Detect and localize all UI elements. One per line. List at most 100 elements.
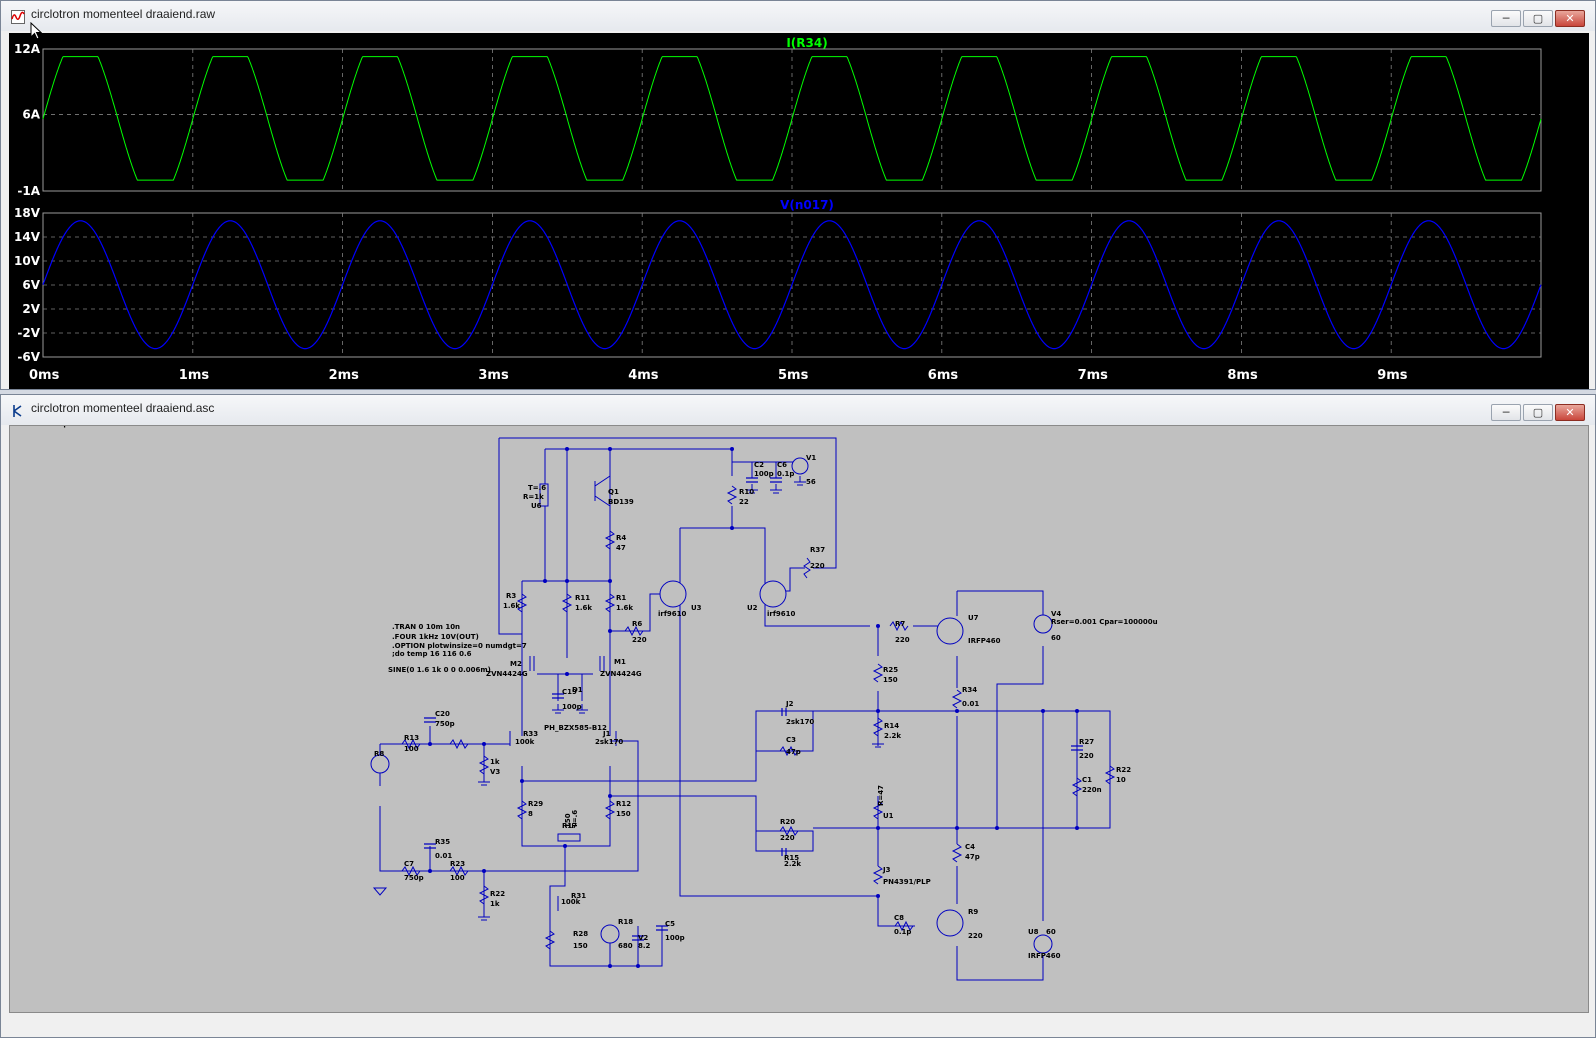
component-label[interactable]: R3 bbox=[506, 592, 516, 600]
spice-directive[interactable]: .TRAN 0 10m 10n bbox=[392, 623, 460, 631]
component-label[interactable]: R27 bbox=[1079, 738, 1094, 746]
component-label[interactable]: R6 bbox=[632, 620, 642, 628]
component-label[interactable]: 100 bbox=[404, 745, 419, 753]
component-label[interactable]: 220 bbox=[895, 636, 910, 644]
component-label[interactable]: 8.2 bbox=[638, 942, 651, 950]
component-label[interactable]: V3 bbox=[490, 768, 500, 776]
component-label[interactable]: R17 bbox=[562, 822, 577, 830]
component-label[interactable]: 150 bbox=[564, 813, 572, 828]
component-label[interactable]: 1k bbox=[490, 900, 500, 908]
component-label[interactable]: 1.6k bbox=[616, 604, 633, 612]
component-label[interactable]: 100 bbox=[450, 874, 465, 882]
component-label[interactable]: R4 bbox=[616, 534, 626, 542]
component-label[interactable]: 220 bbox=[810, 562, 825, 570]
component-label[interactable]: 22 bbox=[739, 498, 749, 506]
component-label[interactable]: R12 bbox=[616, 800, 631, 808]
component-label[interactable]: 47p bbox=[786, 748, 801, 756]
minimize-button-2[interactable]: ─ bbox=[1491, 404, 1521, 421]
waveform-titlebar[interactable]: circlotron momenteel draaiend.raw ─ ▢ ✕ bbox=[1, 1, 1595, 31]
component-label[interactable]: 100p bbox=[562, 703, 582, 711]
trace-label-voltage[interactable]: V(n017) bbox=[780, 198, 834, 212]
component-label[interactable]: R13 bbox=[404, 734, 419, 742]
component-label[interactable]: 750p bbox=[435, 720, 455, 728]
component-label[interactable]: R15 bbox=[784, 854, 799, 862]
component-label[interactable]: V2 bbox=[638, 934, 648, 942]
component-label[interactable]: R25 bbox=[883, 666, 898, 674]
component-label[interactable]: U2 bbox=[747, 604, 758, 612]
component-label[interactable]: R8 bbox=[374, 750, 384, 758]
component-label[interactable]: 56 bbox=[806, 478, 816, 486]
component-label[interactable]: R7 bbox=[895, 620, 905, 628]
component-label[interactable]: 220 bbox=[780, 834, 795, 842]
component-label[interactable]: 60 bbox=[1051, 634, 1061, 642]
component-label[interactable]: 0.1p bbox=[777, 470, 794, 478]
component-label[interactable]: U7 bbox=[968, 614, 979, 622]
component-label[interactable]: 220n bbox=[1082, 786, 1102, 794]
component-label[interactable]: 100p bbox=[754, 470, 774, 478]
component-label[interactable]: C7 bbox=[404, 860, 414, 868]
component-label[interactable]: 2.2k bbox=[784, 860, 801, 868]
component-label[interactable]: 10 bbox=[1116, 776, 1126, 784]
spice-directive[interactable]: SINE(0 1.6 1k 0 0 0.006m) bbox=[388, 666, 491, 674]
component-label[interactable]: 0.01 bbox=[962, 700, 979, 708]
component-label[interactable]: U8 bbox=[1028, 928, 1039, 936]
component-label[interactable]: R33 bbox=[523, 730, 538, 738]
component-label[interactable]: Rser=0.001 Cpar=100000u bbox=[10, 420, 117, 428]
component-label[interactable]: R28 bbox=[573, 930, 588, 938]
circuit-diagram[interactable]: T=.6R=1kU6Q1BD139R1022C2100pC60.1pV156R4… bbox=[10, 420, 1588, 1012]
component-label[interactable]: J2 bbox=[785, 700, 794, 708]
schematic-titlebar[interactable]: circlotron momenteel draaiend.asc ─ ▢ ✕ bbox=[1, 395, 1595, 425]
component-label[interactable]: R=47 bbox=[877, 785, 885, 806]
component-label[interactable]: R18 bbox=[618, 918, 633, 926]
component-label[interactable]: T=.6 bbox=[571, 810, 579, 828]
maximize-button-2[interactable]: ▢ bbox=[1523, 404, 1553, 421]
component-label[interactable]: 47p bbox=[965, 853, 980, 861]
component-label[interactable]: C20 bbox=[435, 710, 450, 718]
component-label[interactable]: C4 bbox=[965, 843, 975, 851]
component-label[interactable]: 150 bbox=[573, 942, 588, 950]
component-label[interactable]: C1 bbox=[1082, 776, 1092, 784]
component-label[interactable]: 100k bbox=[561, 898, 581, 906]
component-label[interactable]: R20 bbox=[780, 818, 795, 826]
component-label[interactable]: V1 bbox=[806, 454, 816, 462]
component-label[interactable]: ZVN4424G bbox=[486, 670, 528, 678]
maximize-button[interactable]: ▢ bbox=[1523, 10, 1553, 27]
component-label[interactable]: 100k bbox=[515, 738, 535, 746]
component-label[interactable]: PN4391/PLP bbox=[883, 878, 931, 886]
component-label[interactable]: M2 bbox=[510, 660, 522, 668]
component-label[interactable]: R31 bbox=[571, 892, 586, 900]
component-label[interactable]: 0.1p bbox=[894, 928, 911, 936]
component-label[interactable]: R10 bbox=[739, 488, 754, 496]
component-label[interactable]: C6 bbox=[777, 461, 787, 469]
component-label[interactable]: irf9610 bbox=[658, 610, 687, 618]
close-button-2[interactable]: ✕ bbox=[1555, 404, 1585, 421]
component-label[interactable]: R=1k bbox=[523, 493, 544, 501]
component-label[interactable]: R34 bbox=[962, 686, 977, 694]
component-label[interactable]: M1 bbox=[614, 658, 626, 666]
component-label[interactable]: IRFP460 bbox=[968, 637, 1001, 645]
component-label[interactable]: 1.6k bbox=[575, 604, 592, 612]
component-label[interactable]: PH_BZX585-B12 bbox=[544, 724, 607, 732]
spice-directive[interactable]: ;do temp 16 116 0.6 bbox=[392, 650, 472, 658]
spice-directive[interactable]: .OPTION plotwinsize=0 numdgt=7 bbox=[392, 642, 527, 650]
component-label[interactable]: U6 bbox=[531, 502, 542, 510]
spice-directive[interactable]: .FOUR 1kHz 10V(OUT) bbox=[392, 633, 479, 641]
trace-label-current[interactable]: I(R34) bbox=[786, 36, 827, 50]
component-label[interactable]: 680 bbox=[618, 942, 633, 950]
component-label[interactable]: irf9610 bbox=[767, 610, 796, 618]
component-label[interactable]: R22 bbox=[1116, 766, 1131, 774]
component-label[interactable]: 47 bbox=[616, 544, 626, 552]
component-label[interactable]: R23 bbox=[450, 860, 465, 868]
component-label[interactable]: 220 bbox=[1079, 752, 1094, 760]
component-label[interactable]: R37 bbox=[810, 546, 825, 554]
component-label[interactable]: J1 bbox=[602, 730, 611, 738]
component-label[interactable]: U3 bbox=[691, 604, 702, 612]
component-label[interactable]: C8 bbox=[894, 914, 904, 922]
component-label[interactable]: R35 bbox=[435, 838, 450, 846]
component-label[interactable]: R29 bbox=[528, 800, 543, 808]
component-label[interactable]: C3 bbox=[786, 736, 796, 744]
component-label[interactable]: R22 bbox=[490, 890, 505, 898]
component-label[interactable]: 150 bbox=[883, 676, 898, 684]
component-label[interactable]: 2sk170 bbox=[595, 738, 623, 746]
